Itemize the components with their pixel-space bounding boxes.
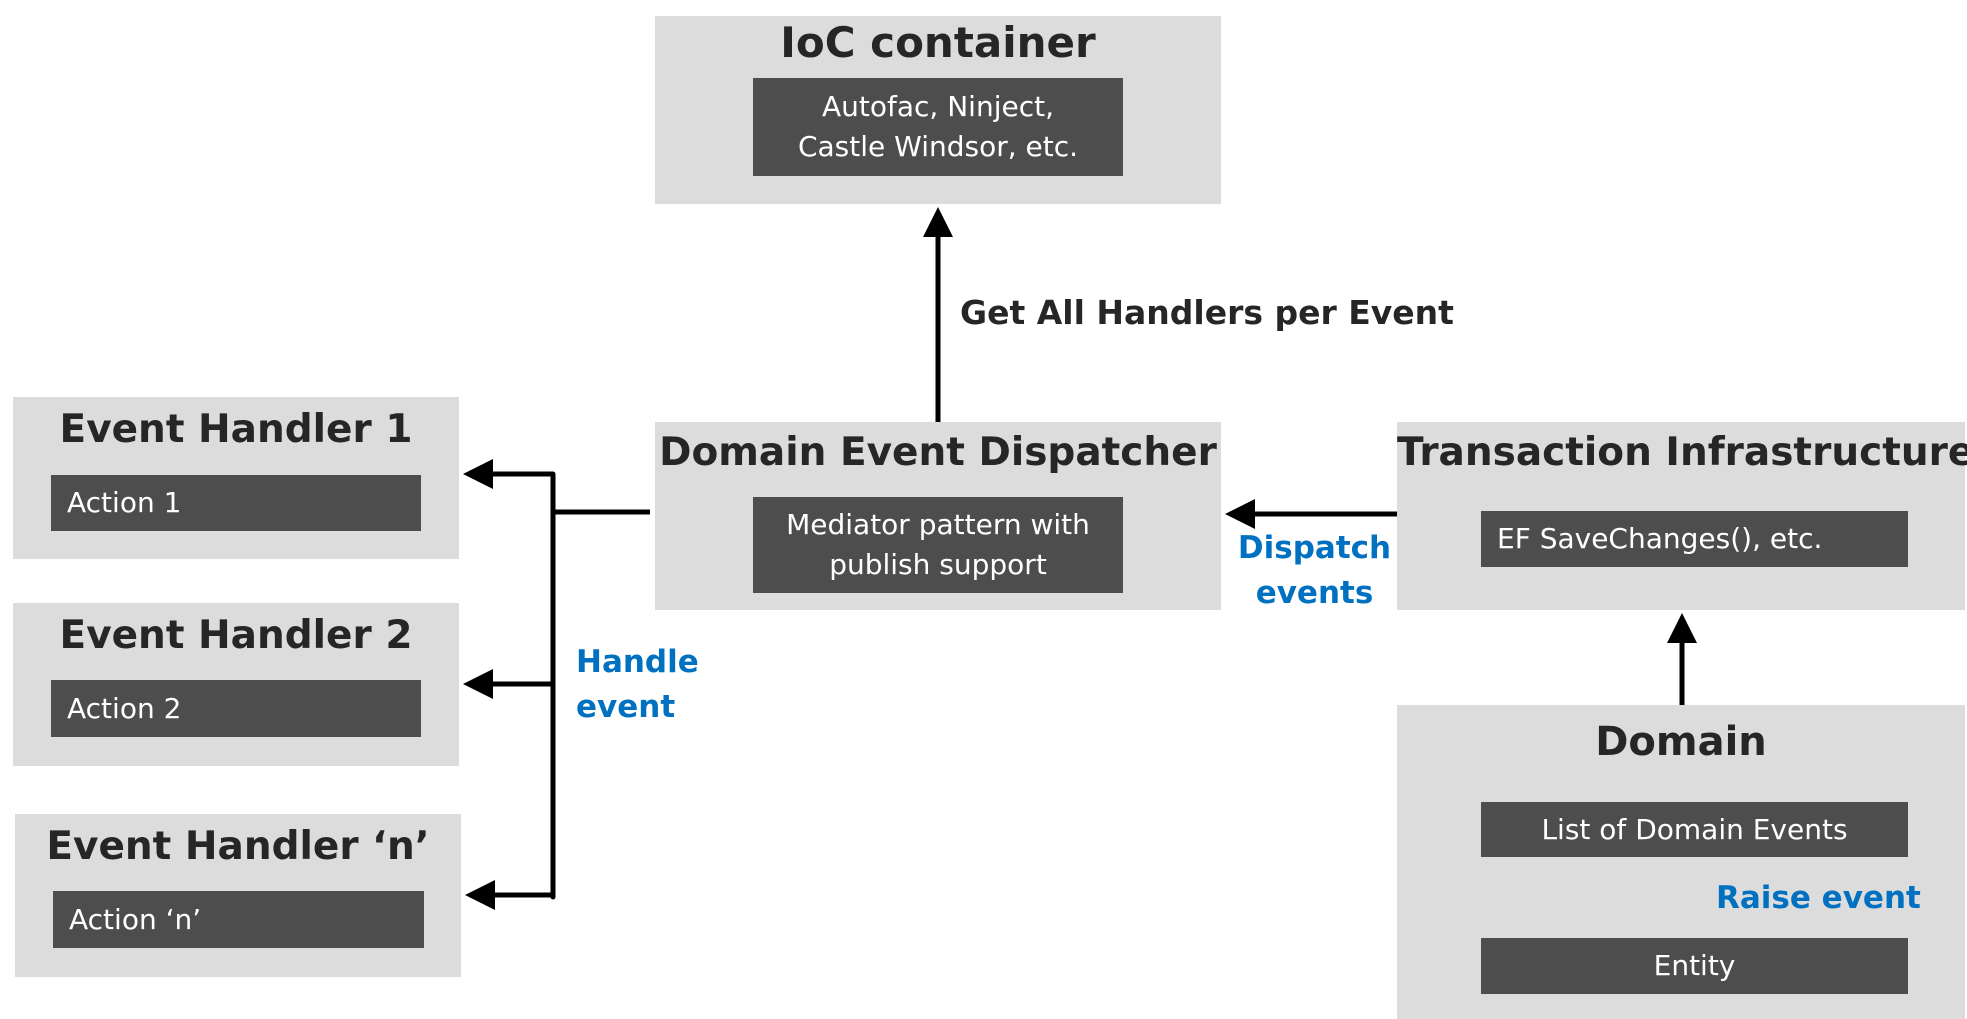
dispatch-label-line-2: events [1255, 575, 1374, 611]
dispatcher-title: Domain Event Dispatcher [659, 430, 1217, 475]
event-handler-2-action: Action 2 [51, 680, 421, 737]
ioc-container-line-2: Castle Windsor, etc. [797, 130, 1079, 163]
event-handler-1-action: Action 1 [51, 475, 421, 531]
dispatch-label-line-1: Dispatch [1237, 530, 1392, 566]
dispatcher-description: Mediator pattern with publish support [753, 497, 1123, 593]
dispatcher-box: Domain Event Dispatcher Mediator pattern… [655, 422, 1221, 610]
event-handler-n-action: Action ‘n’ [53, 891, 424, 948]
event-handler-n-box: Event Handler ‘n’ Action ‘n’ [15, 814, 461, 977]
ioc-container-implementations: Autofac, Ninject, Castle Windsor, etc. [753, 78, 1123, 176]
event-handler-n-title: Event Handler ‘n’ [46, 824, 430, 869]
domain-title: Domain [1595, 719, 1767, 765]
transaction-box: Transaction Infrastructure EF SaveChange… [1397, 422, 1967, 610]
ioc-container-line-1: Autofac, Ninject, [822, 90, 1054, 123]
domain-entity: Entity [1481, 938, 1908, 994]
ioc-container-title: IoC container [780, 18, 1096, 67]
ioc-container-box: IoC container Autofac, Ninject, Castle W… [655, 16, 1221, 204]
domain-box: Domain List of Domain Events Entity [1397, 705, 1965, 1019]
handle-label-line-2: event [576, 689, 676, 725]
event-handler-1-title: Event Handler 1 [59, 407, 413, 452]
get-handlers-label: Get All Handlers per Event [960, 293, 1454, 332]
event-handler-2-box: Event Handler 2 Action 2 [13, 603, 459, 766]
transaction-title: Transaction Infrastructure [1397, 430, 1967, 475]
raise-event-label: Raise event [1716, 880, 1921, 916]
handle-label-line-1: Handle [576, 644, 699, 680]
event-handler-2-title: Event Handler 2 [59, 613, 413, 658]
dispatch-events-label: Dispatch events [1232, 526, 1397, 616]
event-handler-1-box: Event Handler 1 Action 1 [13, 397, 459, 559]
transaction-description: EF SaveChanges(), etc. [1481, 511, 1908, 567]
handle-event-label: Handle event [576, 640, 699, 730]
dispatcher-line-2: publish support [829, 548, 1047, 581]
dispatcher-line-1: Mediator pattern with [786, 508, 1090, 541]
domain-events-list: List of Domain Events [1481, 802, 1908, 857]
